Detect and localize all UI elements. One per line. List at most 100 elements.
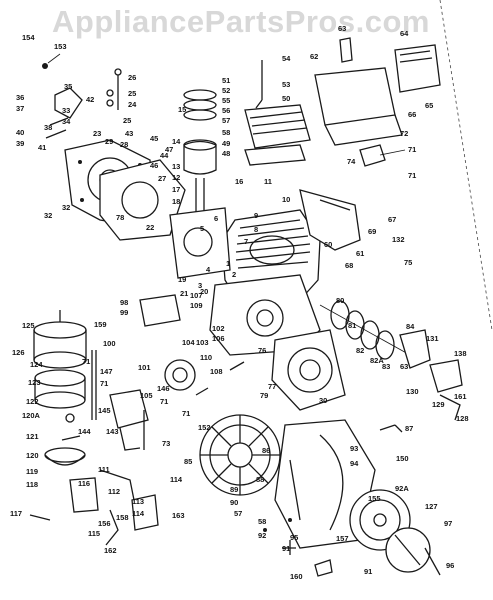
carburetor <box>61 294 196 451</box>
callout-label: 2 <box>232 270 237 279</box>
callout-label: 61 <box>356 249 365 258</box>
callout-label: 41 <box>38 143 47 152</box>
top-left-fasteners <box>42 53 122 139</box>
callout-label: 112 <box>108 487 121 496</box>
callout-label: 128 <box>456 414 469 423</box>
callout-label: 18 <box>172 197 181 206</box>
callout-label: 50 <box>282 94 291 103</box>
callout-label: 71 <box>160 397 169 406</box>
callout-label: 63 <box>400 362 409 371</box>
callout-label: 56 <box>222 106 231 115</box>
callout-label: 71 <box>408 145 417 154</box>
callout-label: 120A <box>22 411 40 420</box>
callout-label: 73 <box>162 439 171 448</box>
callout-label: 17 <box>172 185 181 194</box>
callout-label: 102 <box>212 324 225 333</box>
callout-label: 35 <box>64 82 73 91</box>
callout-label: 67 <box>388 215 397 224</box>
callout-label: 20 <box>200 287 209 296</box>
callout-label: 39 <box>16 139 25 148</box>
callout-label: 27 <box>158 174 167 183</box>
callout-label: 89 <box>230 485 239 494</box>
callout-label: 143 <box>106 427 119 436</box>
air-shroud <box>299 189 361 251</box>
callout-label: 26 <box>128 73 137 82</box>
callout-label: 104 <box>182 338 195 347</box>
callout-label: 16 <box>235 177 244 186</box>
callout-label: 15 <box>178 105 187 114</box>
callout-label: 90 <box>230 498 239 507</box>
callout-label: 62 <box>310 52 319 61</box>
callout-label: 130 <box>406 387 419 396</box>
callout-label: 109 <box>190 301 203 310</box>
callout-label: 36 <box>16 93 25 102</box>
callout-label: 156 <box>98 519 111 528</box>
fuel-bowl <box>44 447 159 546</box>
callout-label: 81 <box>348 321 357 330</box>
callout-label: 147 <box>100 367 113 376</box>
callout-label: 146 <box>157 384 170 393</box>
callout-label: 44 <box>160 151 169 160</box>
callout-label: 145 <box>98 406 111 415</box>
callout-label: 65 <box>425 101 434 110</box>
callout-label: 64 <box>400 29 409 38</box>
callout-label: 86 <box>262 446 271 455</box>
callout-label: 58 <box>222 128 231 137</box>
governor-assembly <box>399 329 463 421</box>
callout-label: 107 <box>190 291 203 300</box>
blower-housing-left <box>64 139 186 241</box>
callout-label: 45 <box>150 134 159 143</box>
recoil-starter <box>349 489 441 576</box>
callout-label: 157 <box>336 534 349 543</box>
callout-label: 124 <box>30 360 43 369</box>
callout-label: 144 <box>78 427 91 436</box>
callout-label: 25 <box>128 89 137 98</box>
callout-label: 92A <box>395 484 409 493</box>
callout-label: 152 <box>198 423 211 432</box>
cylinder-block <box>169 207 321 356</box>
callout-label: 161 <box>454 392 467 401</box>
callout-label: 82 <box>356 346 365 355</box>
callout-label: 23 <box>93 129 102 138</box>
callout-label: 110 <box>200 353 213 362</box>
callout-label: 125 <box>22 321 35 330</box>
callout-label: 150 <box>396 454 409 463</box>
watermark-text: AppliancePartsPros.com <box>52 4 430 39</box>
callout-label: 24 <box>128 100 137 109</box>
callout-label: 84 <box>406 322 415 331</box>
callout-label: 99 <box>120 308 129 317</box>
callout-label: 7 <box>244 237 249 246</box>
callout-label: 105 <box>140 391 153 400</box>
callout-label: 55 <box>222 96 231 105</box>
callout-label: 132 <box>392 235 405 244</box>
callout-label: 79 <box>260 391 269 400</box>
callout-label: 76 <box>258 346 267 355</box>
callout-label: 37 <box>16 104 25 113</box>
callout-label: 78 <box>116 213 125 222</box>
callout-label: 98 <box>120 298 129 307</box>
callout-label: 138 <box>454 349 467 358</box>
callout-label: 71 <box>100 379 109 388</box>
callout-label: 3 <box>198 281 203 290</box>
callout-label: 57 <box>234 509 243 518</box>
callout-label: 163 <box>172 511 185 520</box>
callout-label: 52 <box>222 86 231 95</box>
bearing-plate <box>271 300 411 411</box>
callout-label: 85 <box>184 457 193 466</box>
callout-label: 106 <box>212 334 225 343</box>
callout-label: 77 <box>268 382 277 391</box>
callout-label: 32 <box>62 203 71 212</box>
callout-label: 120 <box>26 451 39 460</box>
callout-label: 131 <box>426 334 439 343</box>
callout-label: 10 <box>282 195 291 204</box>
callout-label: 129 <box>432 400 445 409</box>
callout-label: 91 <box>364 567 373 576</box>
callout-label: 72 <box>400 129 409 138</box>
callout-label: 49 <box>222 139 231 148</box>
callout-label: 115 <box>88 529 101 538</box>
callout-label: 82A <box>370 356 384 365</box>
callout-label: 162 <box>104 546 117 555</box>
callout-label: 66 <box>408 110 417 119</box>
